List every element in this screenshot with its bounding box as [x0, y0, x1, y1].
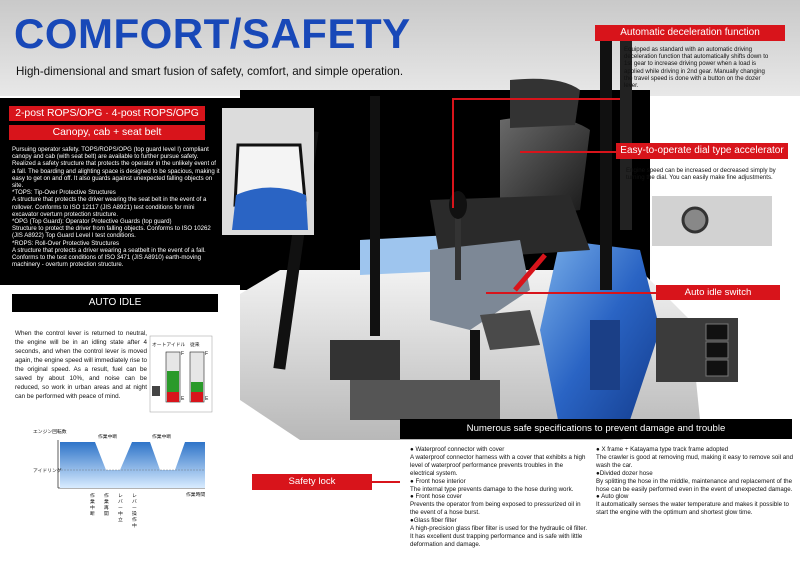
auto-decel-connector	[452, 98, 454, 208]
chart-bottom-label-4: レバー操作中	[132, 494, 137, 529]
gauge-label-auto-idle: オートアイドル	[152, 343, 186, 348]
specs-title: Numerous safe specifications to prevent …	[400, 419, 792, 439]
auto-idle-description: When the control lever is returned to ne…	[15, 330, 147, 400]
auto-decel-connector-h	[452, 98, 620, 100]
gauge-e-1: E	[181, 396, 185, 402]
dial-accelerator-label: Easy-to-operate dial type accelerator	[616, 143, 788, 159]
chart-interrupt-2: 作業中断	[152, 435, 172, 440]
chart-bottom-label-1: 作業中断	[90, 494, 95, 517]
canopy-cab-label: Canopy, cab + seat belt	[9, 125, 205, 140]
chart-interrupt-1: 作業中断	[98, 435, 118, 440]
chart-ylabel: エンジン回転数	[33, 430, 67, 435]
spec-item: ● X frame + Katayama type track frame ad…	[596, 446, 794, 469]
chart-idle-label: アイドリング	[33, 469, 62, 474]
safety-lock-connector	[372, 481, 400, 483]
auto-idle-label: AUTO IDLE	[12, 294, 218, 312]
gauge-f-1: F	[181, 351, 185, 357]
chart-xlabel: 作業時間	[186, 493, 206, 498]
gauge-f-2: F	[205, 351, 209, 357]
safety-lock-label: Safety lock	[252, 474, 372, 490]
chart-bottom-label-2: 作業再開	[104, 494, 109, 517]
gauge-label-conventional: 従来	[190, 343, 200, 348]
auto-decel-label: Automatic deceleration function	[595, 25, 785, 41]
gauge-e-2: E	[205, 396, 209, 402]
rops-description: Pursuing operator safety. TOPS/ROPS/OPG …	[12, 146, 220, 269]
specs-right-column: ● X frame + Katayama type track frame ad…	[596, 446, 794, 517]
auto-idle-switch-label: Auto idle switch	[656, 285, 780, 300]
auto-decel-description: Equipped as standard with an automatic d…	[624, 46, 769, 90]
dial-connector	[520, 151, 616, 153]
page-subtitle: High-dimensional and smart fusion of saf…	[16, 65, 404, 78]
chart-bottom-label-3: レバー中立	[118, 494, 123, 523]
dial-description: Engine speed can be increased or decreas…	[626, 167, 776, 182]
auto-idle-switch-connector	[486, 292, 656, 294]
rops-label: 2-post ROPS/OPG · 4-post ROPS/OPG	[9, 106, 205, 121]
page-title: COMFORT/SAFETY	[14, 10, 411, 57]
